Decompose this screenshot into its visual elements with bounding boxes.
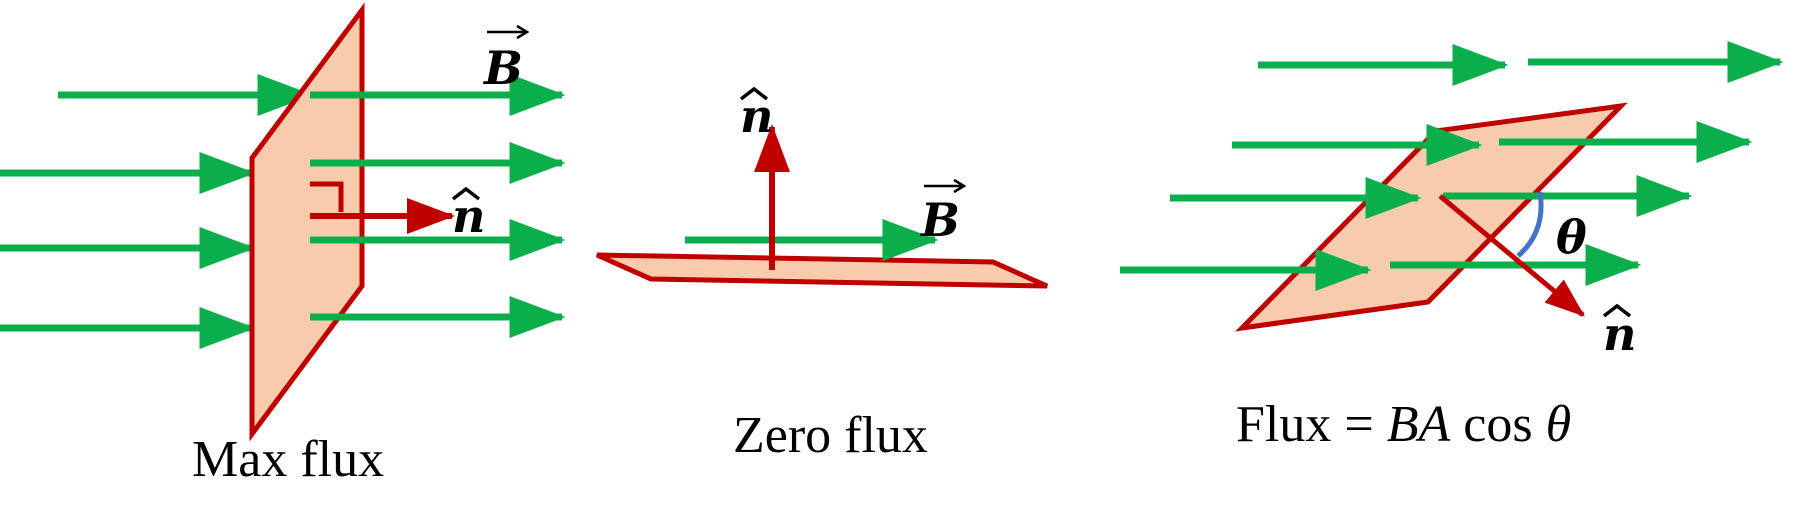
angle-label: θ <box>1556 210 1587 264</box>
surface-plate <box>249 2 365 442</box>
surface-plate <box>595 252 1049 289</box>
formula-ba: BA <box>1387 396 1451 453</box>
right-angle-mark <box>310 181 344 212</box>
svg-text:B: B <box>919 193 960 247</box>
normal-vector-label: n <box>451 186 485 243</box>
caption-zero-flux: Zero flux <box>733 407 928 464</box>
svg-text:n: n <box>1603 307 1636 361</box>
caption-flux-formula: Flux = BA cos θ <box>1236 396 1571 453</box>
svg-text:B: B <box>482 41 523 95</box>
panel-max-flux: B n Max flux <box>0 2 566 488</box>
formula-cos: cos <box>1450 396 1545 453</box>
normal-vector-arrow <box>1438 194 1585 317</box>
angle-arc <box>1516 191 1544 258</box>
field-vector-label: B <box>482 24 530 95</box>
svg-text:n: n <box>740 89 773 143</box>
normal-vector-label: n <box>1602 303 1636 361</box>
normal-vector-label: n <box>739 86 773 143</box>
formula-theta: θ <box>1546 396 1572 453</box>
svg-text:n: n <box>452 189 485 243</box>
formula-prefix: Flux = <box>1236 396 1387 453</box>
caption-max-flux: Max flux <box>192 431 384 488</box>
field-vector-label: B <box>919 178 967 247</box>
panel-zero-flux: n B Zero flux <box>595 86 1049 464</box>
panel-angled-flux: θ n Flux = BA cos θ <box>1120 41 1784 453</box>
